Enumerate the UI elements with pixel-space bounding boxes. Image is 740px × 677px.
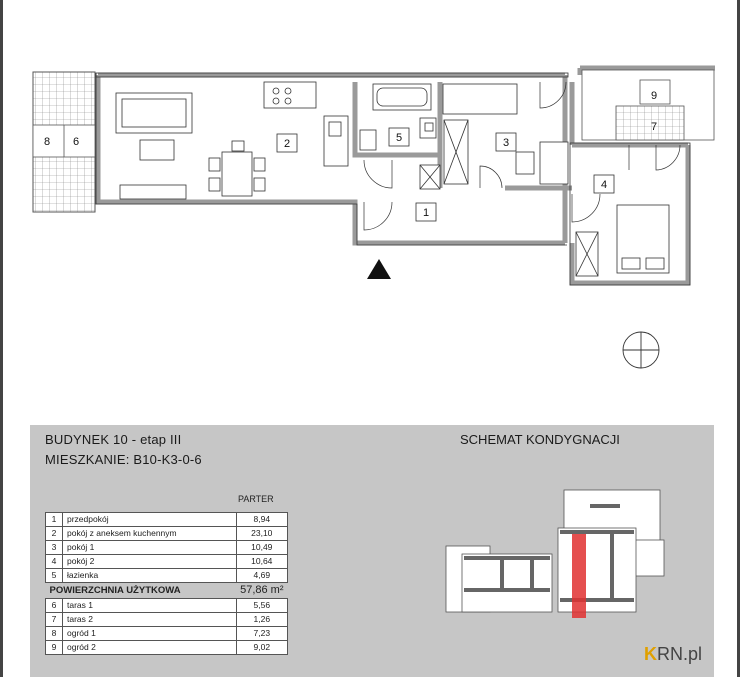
room-area-cell: 10,64 xyxy=(235,554,289,569)
room-area-cell: 5,56 xyxy=(235,598,289,613)
highlight-apartment xyxy=(572,534,586,618)
room-label-8: 8 xyxy=(44,136,50,148)
room-num-cell: 3 xyxy=(45,540,63,555)
krn-logo: KRN.pl xyxy=(644,644,702,665)
bathroom xyxy=(359,83,437,151)
room-name-cell: ogród 1 xyxy=(62,626,237,641)
room-name-cell: łazienka xyxy=(62,568,237,583)
frame-right-edge xyxy=(737,0,740,677)
logo-k: K xyxy=(644,644,657,664)
building-title: BUDYNEK 10 - etap III xyxy=(45,432,182,447)
living-furniture xyxy=(115,92,266,200)
garden-left xyxy=(32,71,96,213)
schema-title: SCHEMAT KONDYGNACJI xyxy=(460,432,620,447)
room-name-cell: ogród 2 xyxy=(62,640,237,655)
room-num-cell: 9 xyxy=(45,640,63,655)
total-label: POWIERZCHNIA UŻYTKOWA xyxy=(45,582,237,599)
logo-text: RN.pl xyxy=(657,644,703,664)
room-label-5: 5 xyxy=(396,132,402,144)
bedroom-2-furniture xyxy=(575,204,670,277)
compass-icon xyxy=(622,331,660,369)
room-name-cell: taras 1 xyxy=(62,598,237,613)
frame-left-edge xyxy=(0,0,3,677)
room-label-3: 3 xyxy=(503,137,509,149)
room-name-cell: pokój z aneksem kuchennym xyxy=(62,526,237,541)
room-name-cell: przedpokój xyxy=(62,512,237,527)
room-num-cell: 4 xyxy=(45,554,63,569)
room-label-9: 9 xyxy=(651,90,657,102)
floor-schema xyxy=(445,489,665,618)
room-label-6: 6 xyxy=(73,136,79,148)
room-area-cell: 23,10 xyxy=(235,526,289,541)
room-area-cell: 10,49 xyxy=(235,540,289,555)
apartment-id: MIESZKANIE: B10-K3-0-6 xyxy=(45,452,202,467)
room-num-cell: 2 xyxy=(45,526,63,541)
room-num-cell: 7 xyxy=(45,612,63,627)
room-area-cell: 8,94 xyxy=(235,512,289,527)
room-label-4: 4 xyxy=(601,179,607,191)
room-area-cell: 4,69 xyxy=(235,568,289,583)
room-label-1: 1 xyxy=(423,207,429,219)
doors xyxy=(363,81,681,231)
room-name-cell: pokój 2 xyxy=(62,554,237,569)
floor-label: PARTER xyxy=(238,494,274,504)
room-num-cell: 6 xyxy=(45,598,63,613)
room-num-cell: 8 xyxy=(45,626,63,641)
room-label-7: 7 xyxy=(651,121,657,133)
total-value: 57,86 m² xyxy=(236,582,288,599)
room-num-cell: 5 xyxy=(45,568,63,583)
room-labels: 1 2 3 4 5 6 7 8 9 xyxy=(44,90,657,222)
entrance-arrow-icon xyxy=(367,259,391,279)
wall-outlines xyxy=(95,72,691,286)
room-name-cell: taras 2 xyxy=(62,612,237,627)
garden-right xyxy=(581,69,715,141)
room-name-cell: pokój 1 xyxy=(62,540,237,555)
bedroom-1-furniture xyxy=(419,83,569,190)
room-area-cell: 7,23 xyxy=(235,626,289,641)
room-label-2: 2 xyxy=(284,138,290,150)
floor-plan: 1 2 3 4 5 6 7 8 9 xyxy=(32,65,715,369)
room-num-cell: 1 xyxy=(45,512,63,527)
room-area-cell: 9,02 xyxy=(235,640,289,655)
kitchen xyxy=(263,81,349,167)
room-area-cell: 1,26 xyxy=(235,612,289,627)
